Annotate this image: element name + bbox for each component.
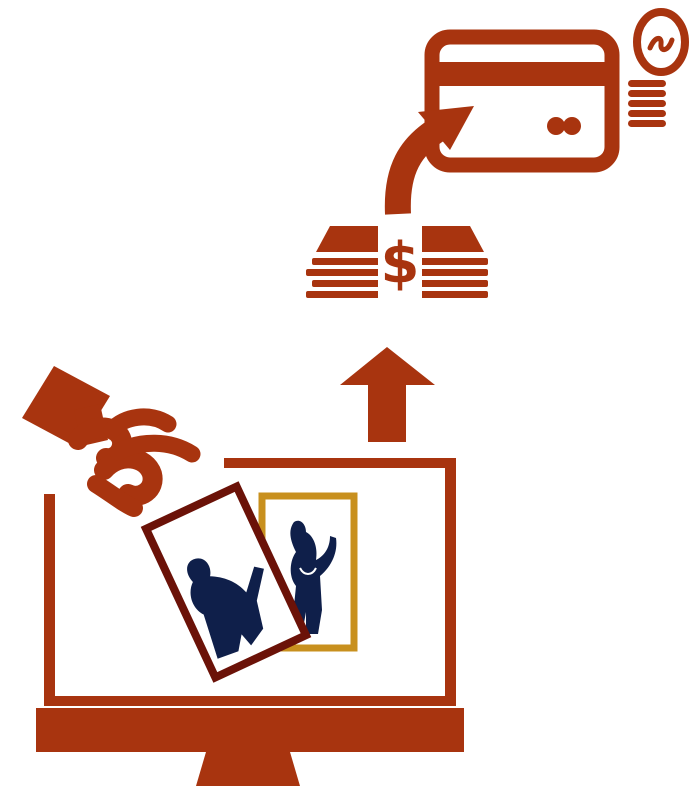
- up-arrow-icon: [340, 347, 435, 442]
- credit-card-icon: [432, 37, 612, 165]
- grabbing-hand-icon: [22, 366, 192, 508]
- cash-stack-icon: $: [306, 218, 488, 306]
- coin-stack-icon: [628, 12, 685, 127]
- dollar-sign-icon: $: [381, 231, 420, 296]
